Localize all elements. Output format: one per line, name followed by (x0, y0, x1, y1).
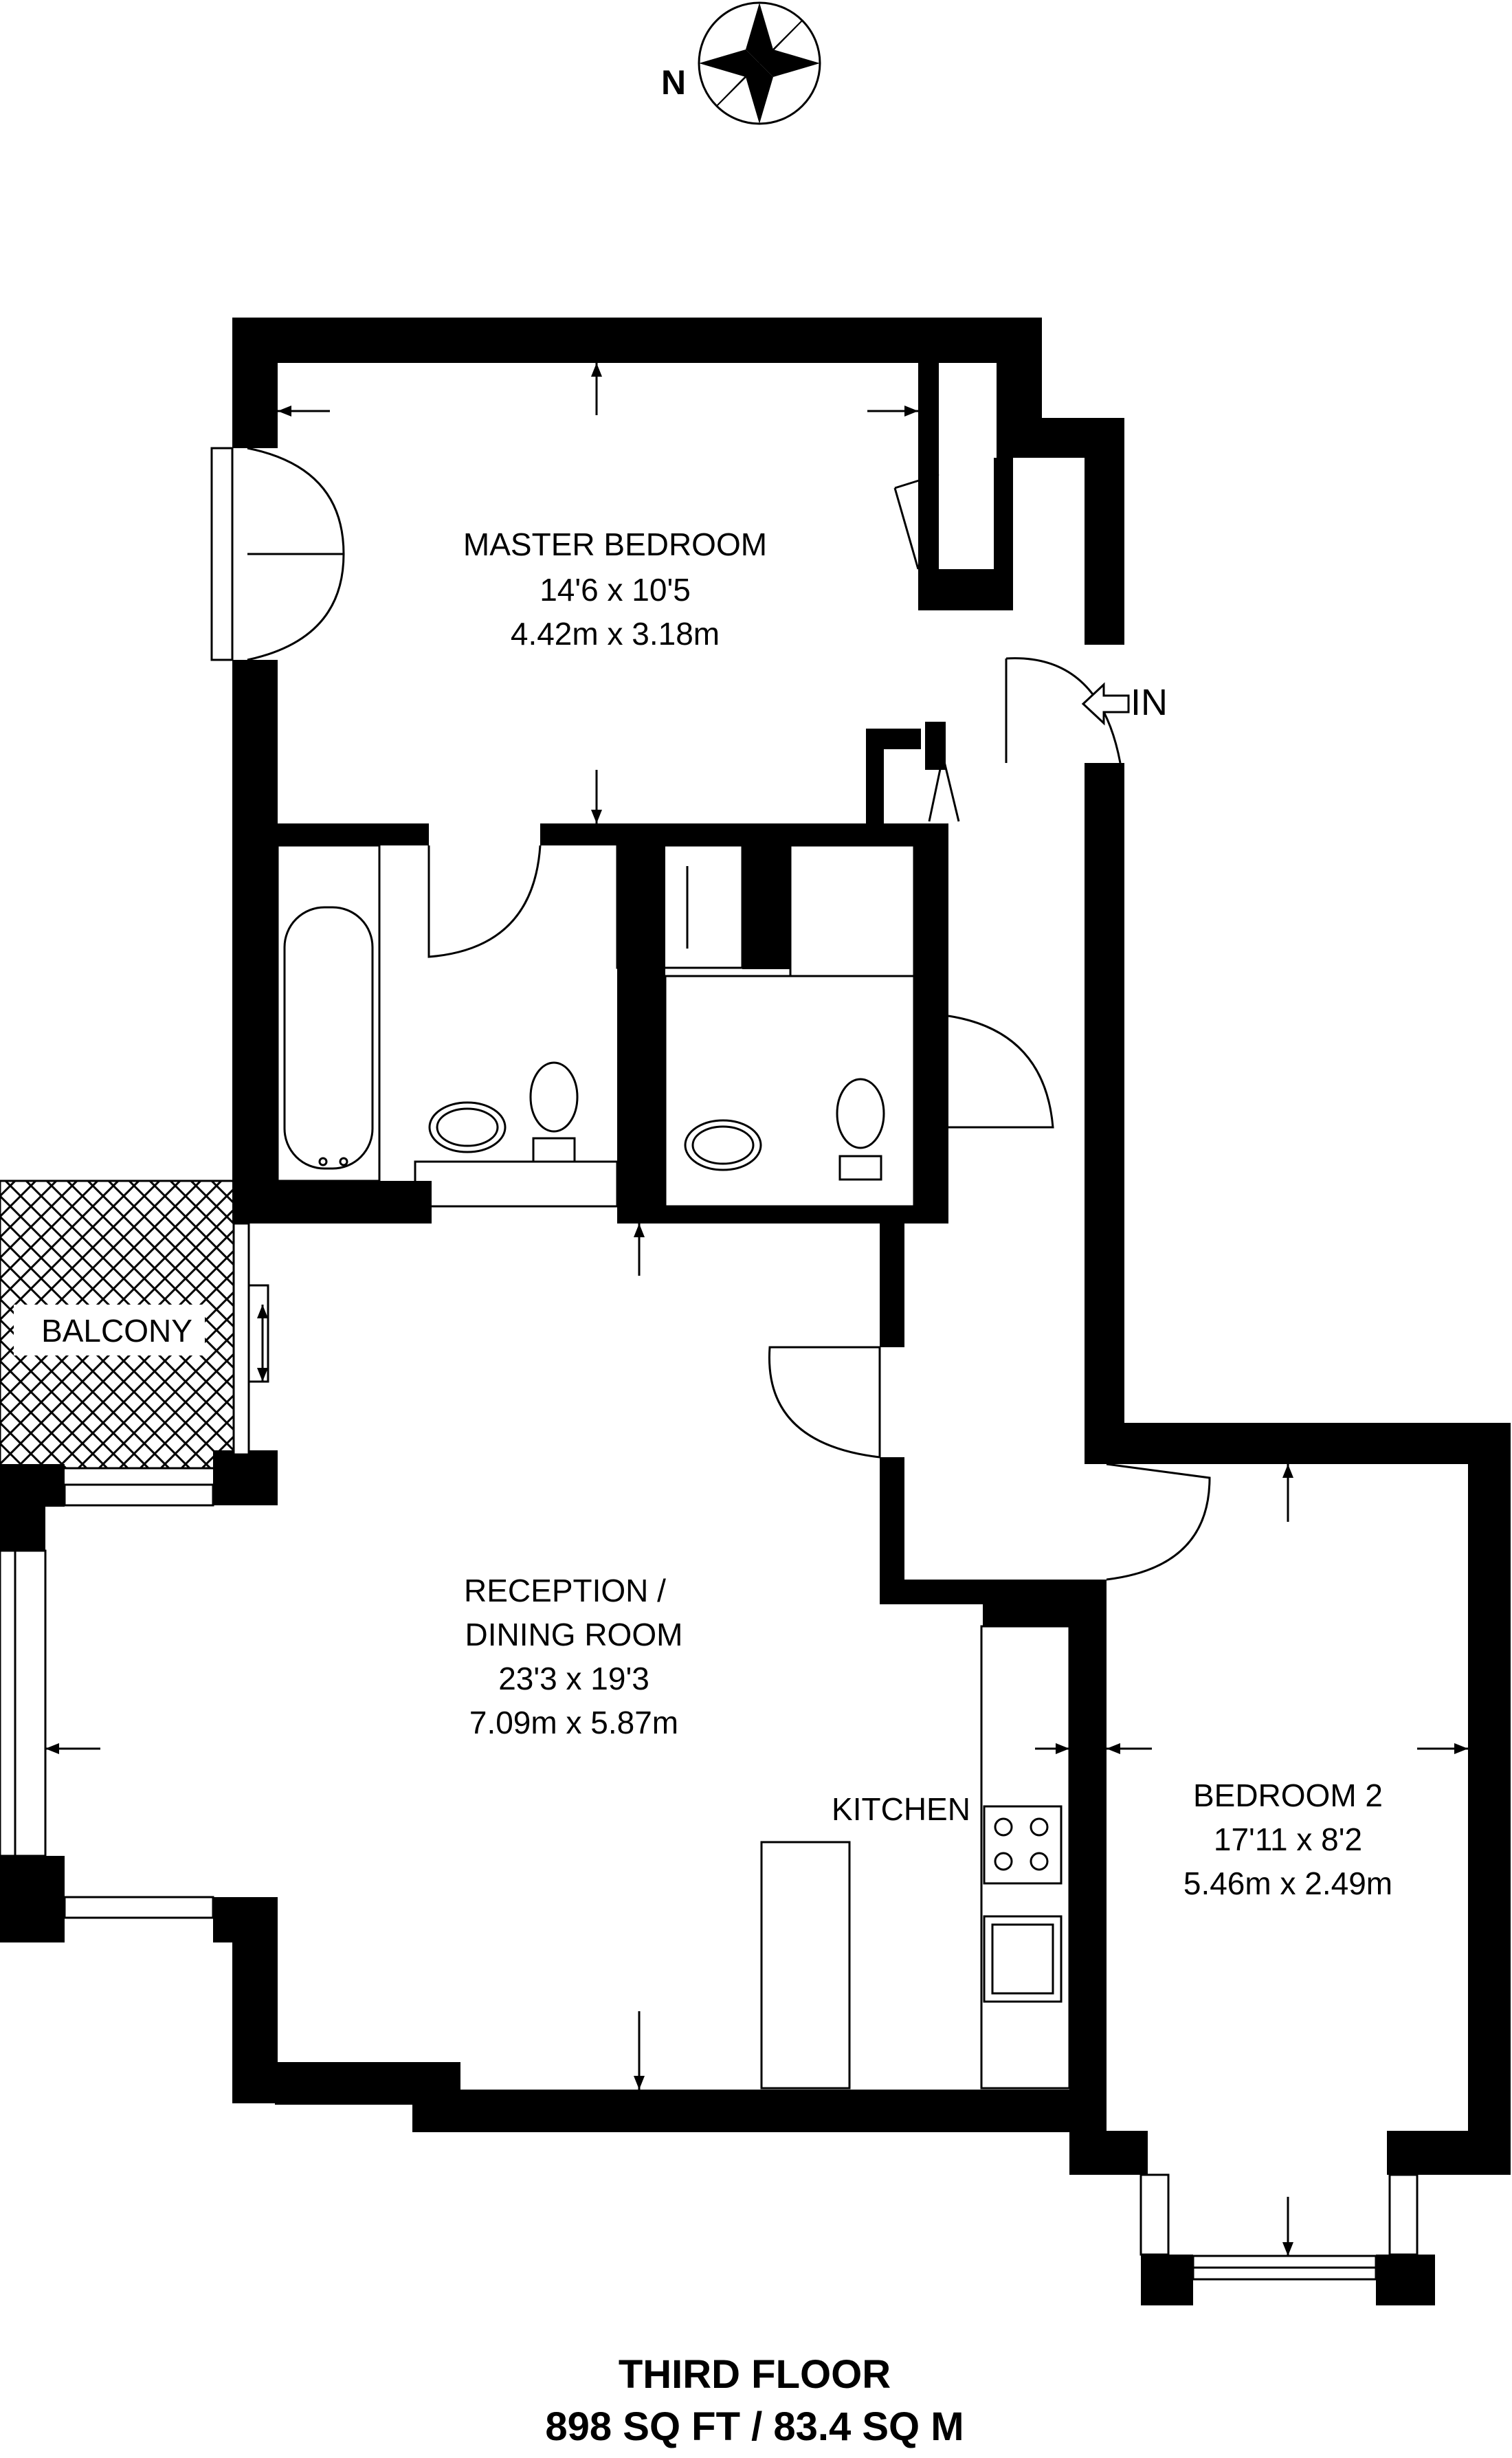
master-bedroom-name: MASTER BEDROOM (463, 527, 767, 562)
kitchen-name: KITCHEN (832, 1791, 970, 1827)
bedroom2-name: BEDROOM 2 (1193, 1778, 1383, 1813)
windows (0, 447, 1419, 2281)
entrance-arrow-icon (1081, 682, 1130, 726)
bedroom2-metric: 5.46m x 2.49m (1183, 1865, 1392, 1901)
entrance-label: IN (1131, 682, 1168, 723)
reception-imperial: 23'3 x 19'3 (498, 1661, 649, 1696)
bathroom-fixtures (276, 844, 915, 1208)
reception-metric: 7.09m x 5.87m (469, 1705, 678, 1740)
reception-name-line1: RECEPTION / (464, 1573, 666, 1608)
compass-rose-icon (698, 1, 821, 125)
floor-title: THIRD FLOOR (619, 2352, 891, 2397)
north-label: N (661, 63, 686, 102)
doors (247, 447, 1211, 1581)
master-bedroom-metric: 4.42m x 3.18m (511, 616, 720, 652)
reception-name-line2: DINING ROOM (465, 1617, 683, 1652)
master-bedroom-imperial: 14'6 x 10'5 (540, 572, 691, 608)
kitchen-fixtures (760, 1625, 1071, 2090)
floor-area: 898 SQ FT / 83.4 SQ M (545, 2404, 964, 2449)
exterior-walls (0, 318, 1511, 2305)
balcony-label: BALCONY (41, 1313, 192, 1349)
dimension-arrows (45, 363, 1468, 2256)
bedroom2-imperial: 17'11 x 8'2 (1214, 1822, 1362, 1857)
